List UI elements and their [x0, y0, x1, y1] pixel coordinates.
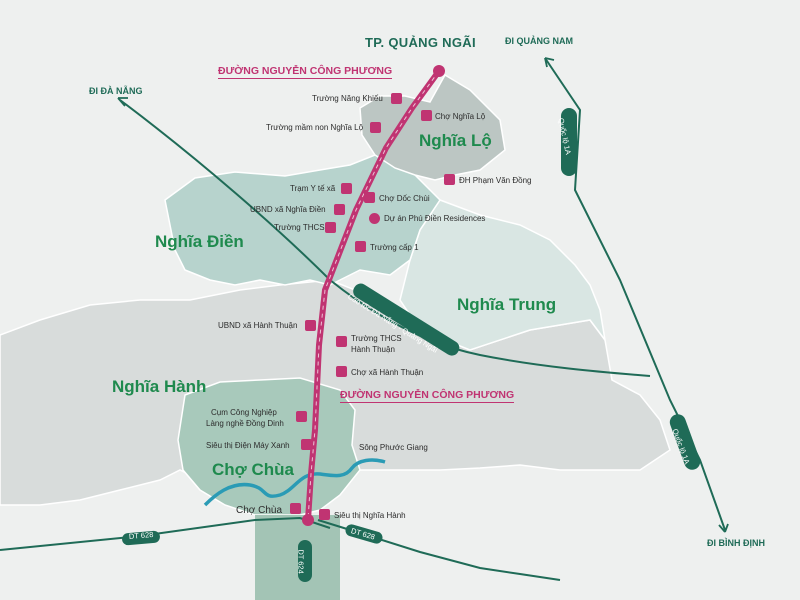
area-label-nghia-trung: Nghĩa Trung — [457, 295, 557, 314]
poi-icon-cap-1 — [355, 241, 366, 252]
badge-dt628-left — [122, 530, 160, 546]
poi-thcs-hanh-thuan-line2: Hành Thuận — [351, 345, 395, 354]
poi-markers — [290, 93, 455, 520]
badge-ql1a-bottom — [669, 414, 701, 470]
poi-icon-cho-nghia-lo — [421, 110, 432, 121]
road-title-mid: ĐƯỜNG NGUYỄN CÔNG PHƯƠNG — [340, 389, 515, 404]
poi-sieu-thi-dmx: Siêu thị Điện Máy Xanh — [206, 441, 290, 450]
road-ql1a — [544, 57, 726, 531]
poi-cho-doc-chui: Chợ Dốc Chùi — [379, 194, 430, 203]
poi-icon-nang-khieu — [391, 93, 402, 104]
poi-thcs-hanh-thuan-line1: Trường THCS — [351, 334, 402, 343]
badge-label-dt624: DT 624 — [296, 549, 306, 574]
poi-icon-du-an — [369, 213, 380, 224]
river-label: Sông Phước Giang — [359, 443, 428, 452]
area-nghia-dien — [164, 154, 441, 286]
poi-truong-thcs: Trường THCS — [274, 223, 325, 232]
poi-ubnd-nghia-dien: UBND xã Nghĩa Điền — [250, 205, 326, 214]
city-label: TP. QUẢNG NGÃI — [365, 35, 476, 50]
poi-truong-nang-khieu: Trường Năng Khiếu — [312, 94, 383, 103]
poi-icon-tram-y-te — [341, 183, 352, 194]
arrow-binh-dinh — [718, 523, 729, 533]
poi-icon-thcs-hanh-thuan — [336, 336, 347, 347]
arrow-quang-nam — [544, 57, 555, 68]
area-label-cho-chua: Chợ Chùa — [212, 460, 294, 479]
badge-highway — [353, 283, 460, 356]
poi-cho-chua: Chợ Chùa — [236, 505, 283, 516]
poi-tram-y-te: Trạm Y tế xã — [290, 184, 336, 193]
area-label-nghia-hanh: Nghĩa Hành — [112, 377, 207, 396]
poi-truong-mam-non: Trường mầm non Nghĩa Lộ — [266, 123, 364, 132]
poi-icon-ubnd-hanh-thuan — [305, 320, 316, 331]
poi-icon-st-nghia-hanh — [319, 509, 330, 520]
poi-icon-cho-doc-chui — [364, 192, 375, 203]
direction-binh-dinh: ĐI BÌNH ĐỊNH — [707, 538, 765, 548]
road-start-dot — [433, 65, 445, 77]
poi-cho-hanh-thuan: Chợ xã Hành Thuận — [351, 368, 424, 377]
poi-icon-mam-non — [370, 122, 381, 133]
direction-da-nang: ĐI ĐÀ NẴNG — [89, 86, 143, 96]
poi-ubnd-hanh-thuan: UBND xã Hành Thuận — [218, 321, 298, 330]
poi-du-an: Dự án Phú Điền Residences — [384, 214, 486, 223]
area-nghia-trung — [399, 199, 606, 351]
road-end-dot — [302, 514, 314, 526]
road-highway — [119, 99, 651, 377]
river-phuoc-giang — [203, 458, 386, 507]
direction-quang-nam: ĐI QUẢNG NAM — [505, 36, 573, 46]
badge-dt624 — [298, 540, 312, 582]
poi-sieu-thi-nghia-hanh: Siêu thị Nghĩa Hành — [334, 511, 406, 520]
poi-cum-cn-line1: Cụm Công Nghiệp — [211, 408, 277, 417]
poi-icon-dmx — [301, 439, 312, 450]
road-title-top: ĐƯỜNG NGUYỄN CÔNG PHƯƠNG — [218, 65, 393, 80]
poi-icon-ubnd-nghia-dien — [334, 204, 345, 215]
poi-cum-cn-line2: Làng nghề Đồng Dinh — [206, 419, 284, 428]
poi-cho-nghia-lo: Chợ Nghĩa Lộ — [435, 112, 486, 121]
poi-truong-cap-1: Trường cấp 1 — [370, 243, 419, 252]
poi-icon-cho-hanh-thuan — [336, 366, 347, 377]
poi-icon-cho-chua — [290, 503, 301, 514]
poi-icon-cum-cn — [296, 411, 307, 422]
badge-dt628-right — [345, 524, 383, 544]
badge-ql1a-top — [561, 108, 577, 176]
arrow-da-nang — [117, 97, 128, 107]
poi-icon-thcs — [325, 222, 336, 233]
poi-dh-pham-van-dong: ĐH Phạm Văn Đồng — [459, 176, 532, 185]
area-label-nghia-lo: Nghĩa Lộ — [419, 131, 492, 150]
area-label-nghia-dien: Nghĩa Điền — [155, 232, 244, 251]
poi-icon-dh-pvd — [444, 174, 455, 185]
area-south-strip — [255, 515, 340, 600]
